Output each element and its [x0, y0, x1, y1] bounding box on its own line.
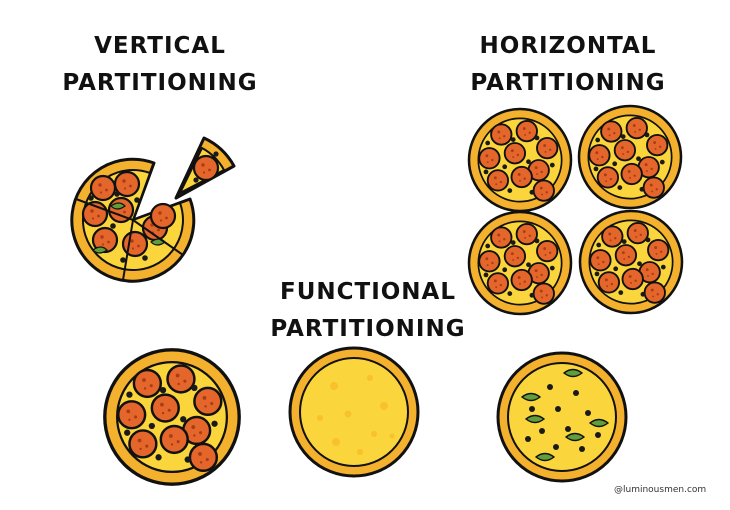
vertical-title-line1: VERTICAL — [94, 33, 226, 59]
functional-pizza-olive-basil — [496, 351, 628, 483]
horizontal-title-line2: PARTITIONING — [470, 70, 666, 96]
watermark-text: @luminousmen.com — [614, 485, 707, 495]
vertical-pizza-sliced — [70, 157, 196, 283]
horizontal-pizza-4 — [580, 211, 682, 313]
horizontal-pizza-1 — [469, 109, 571, 211]
functional-pizza-cheese — [288, 346, 420, 478]
vertical-pizza-slice — [174, 136, 236, 200]
horizontal-partitioning-title: HORIZONTAL PARTITIONING — [448, 28, 688, 102]
functional-title-line2: PARTITIONING — [270, 316, 466, 342]
vertical-title-line2: PARTITIONING — [62, 70, 258, 96]
horizontal-title-line1: HORIZONTAL — [479, 33, 657, 59]
horizontal-pizza-3 — [469, 212, 571, 314]
functional-partitioning-title: FUNCTIONAL PARTITIONING — [248, 274, 488, 348]
functional-title-line1: FUNCTIONAL — [279, 279, 457, 305]
functional-pizza-pepperoni — [105, 350, 239, 484]
vertical-partitioning-title: VERTICAL PARTITIONING — [40, 28, 280, 102]
horizontal-pizza-2 — [579, 106, 681, 208]
